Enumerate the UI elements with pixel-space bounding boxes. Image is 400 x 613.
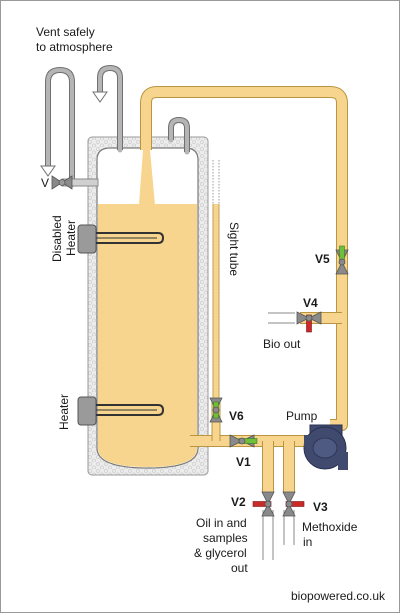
tank (96, 147, 199, 469)
credit-text: biopowered.co.uk (291, 589, 386, 603)
oil-fill (98, 204, 197, 467)
vent-valve-label: V (41, 176, 49, 190)
valve-v3-label: V3 (313, 500, 328, 514)
pump-icon (303, 424, 348, 470)
valve-v2[interactable] (252, 491, 275, 517)
valve-v1-label: V1 (236, 455, 251, 469)
valve-v4[interactable] (296, 311, 322, 333)
methoxide-label-line1: Methoxide (302, 520, 358, 534)
sight-tube-label: Sight tube (227, 222, 241, 276)
oil-label-line2: samples (203, 531, 248, 545)
pump-label: Pump (286, 409, 318, 423)
heater (77, 396, 165, 426)
disabled-heater-label-line2: Heater (64, 220, 78, 256)
valve-v1[interactable] (229, 434, 258, 448)
valve-v2-label: V2 (231, 495, 246, 509)
valve-v5-label: V5 (315, 252, 330, 266)
valve-v6[interactable] (209, 397, 223, 423)
bio-out-label: Bio out (263, 337, 301, 351)
methoxide-label-line2: in (303, 535, 312, 549)
valve-v4-label: V4 (303, 296, 318, 310)
oil-label-line3: & glycerol (194, 546, 247, 560)
valve-v3[interactable] (282, 491, 305, 517)
heater-label: Heater (57, 394, 71, 430)
vent-label-line2: to atmosphere (36, 40, 113, 54)
sight-tube (212, 160, 220, 400)
vent-pipes (45, 65, 190, 188)
vent-label-line1: Vent safely (36, 25, 95, 39)
oil-label-line1: Oil in and (196, 516, 247, 530)
oil-return-stream (139, 150, 155, 205)
pipework (140, 86, 348, 492)
valve-v5[interactable] (335, 245, 349, 275)
vent-arrow-icon (92, 91, 108, 103)
vent-valve[interactable] (51, 175, 73, 190)
disabled-heater (77, 224, 165, 254)
vent-arrow-icon (40, 165, 56, 177)
disabled-heater-label-line1: Disabled (50, 215, 64, 262)
oil-label-line4: out (231, 561, 248, 575)
valve-v6-label: V6 (229, 409, 244, 423)
